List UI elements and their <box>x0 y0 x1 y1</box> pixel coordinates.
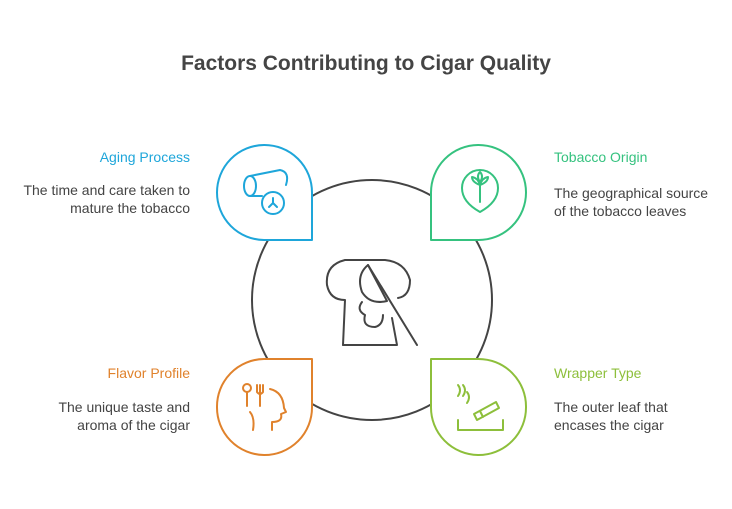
tobacco-origin-heading: Tobacco Origin <box>554 149 648 165</box>
leaf-pin-icon <box>461 169 499 213</box>
tobacco-origin-description: The geographical source of the tobacco l… <box>554 185 709 219</box>
wrapper-type-shape <box>429 357 528 457</box>
aging-process-heading: Aging Process <box>99 149 190 165</box>
diagram-title: Factors Contributing to Cigar Quality <box>181 52 551 75</box>
aging-process-shape <box>216 143 313 241</box>
flavor-profile-heading: Flavor Profile <box>107 365 190 381</box>
tobacco-origin-shape <box>430 143 527 242</box>
log-icon <box>243 169 289 215</box>
chef-hat-knife-icon <box>325 259 418 346</box>
flavor-profile-description: The unique taste and aroma of the cigar <box>58 399 190 433</box>
aging-process-description: The time and care taken to mature the to… <box>23 182 190 216</box>
taste-head-icon <box>242 383 287 431</box>
flavor-profile-shape <box>215 358 314 457</box>
wrapper-type-description: The outer leaf that encases the cigar <box>554 399 668 433</box>
wrapper-type-heading: Wrapper Type <box>554 365 642 381</box>
cigar-ashtray-icon <box>457 384 504 431</box>
